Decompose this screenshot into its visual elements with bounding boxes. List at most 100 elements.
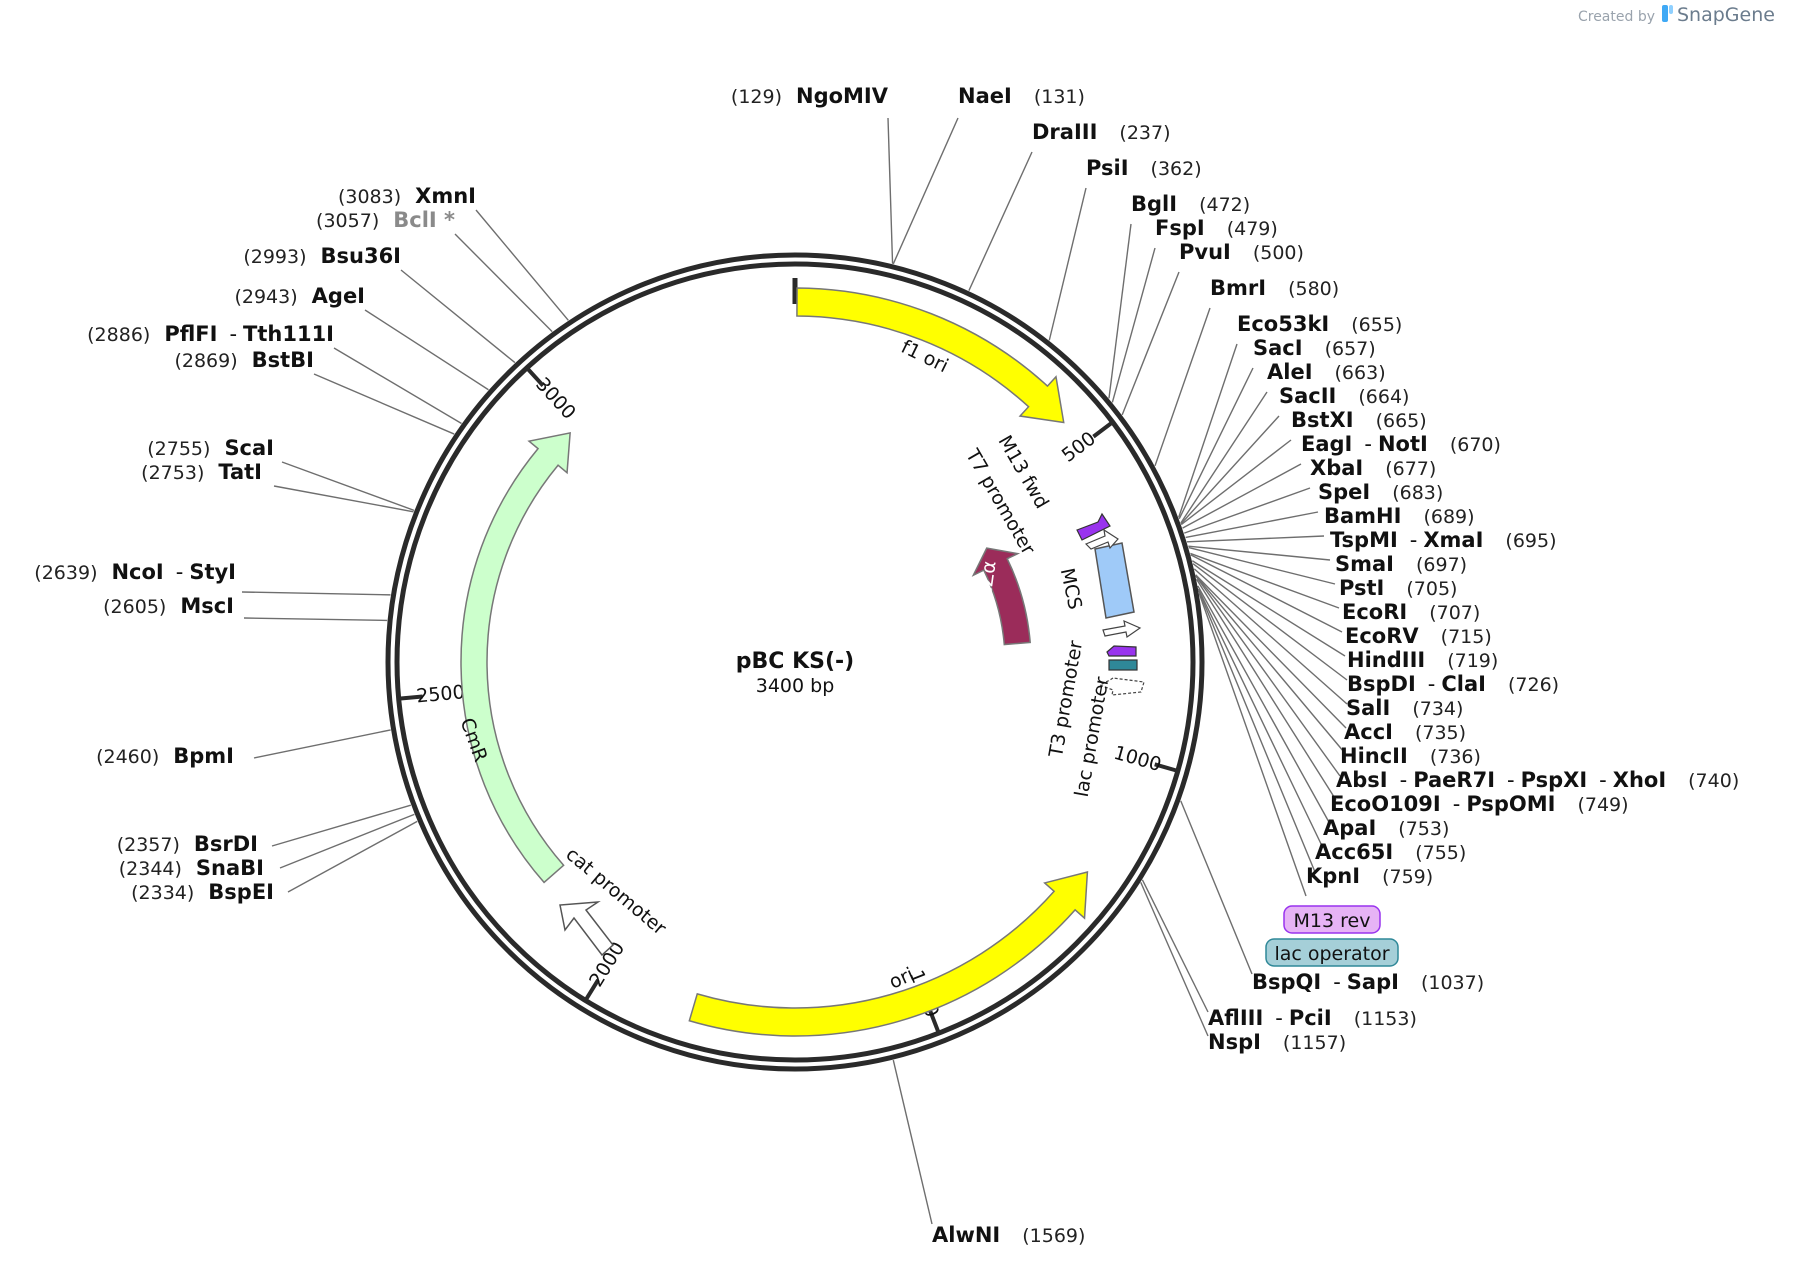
restriction-site[interactable]: (2344)SnaBI [119, 856, 264, 880]
restriction-site[interactable]: PsiI(362) [1086, 156, 1202, 180]
restriction-site[interactable]: BglI(472) [1131, 192, 1250, 216]
restriction-site[interactable]: KpnI(759) [1306, 864, 1433, 888]
restriction-site[interactable]: (2869)BstBI [174, 348, 314, 372]
restriction-site[interactable]: AccI(735) [1344, 720, 1466, 744]
restriction-site[interactable]: AflIII-PciI(1153) [1208, 1006, 1417, 1030]
restriction-site[interactable]: (2605)MscI [103, 594, 234, 618]
site-leader-line [241, 591, 391, 596]
restriction-site[interactable]: TspMI-XmaI(695) [1330, 528, 1557, 552]
lac-promoter-arrow-icon[interactable] [1098, 677, 1145, 696]
restriction-site[interactable]: (3083)XmnI [338, 184, 476, 208]
restriction-site[interactable]: Eco53kI(655) [1237, 312, 1402, 336]
feature-lacza[interactable] [971, 547, 1031, 646]
restriction-site[interactable]: PstI(705) [1339, 576, 1457, 600]
restriction-site[interactable]: BmrI(580) [1210, 276, 1339, 300]
restriction-site-label: SacI(657) [1253, 336, 1376, 360]
site-leader-line [1188, 546, 1336, 585]
restriction-site[interactable]: SmaI(697) [1335, 552, 1467, 576]
restriction-site-label: (2943)AgeI [234, 284, 365, 308]
scale-tick [1154, 762, 1177, 773]
feature-cmr[interactable] [460, 432, 571, 884]
site-leader-line [1141, 879, 1209, 1013]
feature-f1-ori[interactable] [796, 287, 1065, 424]
site-leader-line [1195, 574, 1347, 729]
restriction-site[interactable]: (2460)BpmI [96, 744, 234, 768]
restriction-site[interactable]: EagI-NotI(670) [1301, 432, 1501, 456]
site-leader-line [1121, 271, 1180, 416]
restriction-site-label: (2869)BstBI [174, 348, 314, 372]
restriction-site[interactable]: PvuI(500) [1179, 240, 1304, 264]
site-leader-line [968, 151, 1033, 291]
restriction-site[interactable]: (2334)BspEI [131, 880, 274, 904]
restriction-site-label: PvuI(500) [1179, 240, 1304, 264]
restriction-site[interactable]: Acc65I(755) [1315, 840, 1466, 864]
site-leader-line [279, 813, 415, 869]
restriction-site[interactable]: (2753)TatI [141, 460, 262, 484]
restriction-site[interactable]: EcoO109I-PspOMI(749) [1330, 792, 1629, 816]
restriction-site-label: (2755)ScaI [147, 436, 274, 460]
restriction-site[interactable]: (2993)Bsu36I [243, 244, 401, 268]
site-leader-line [892, 117, 959, 265]
restriction-site[interactable]: XbaI(677) [1310, 456, 1436, 480]
restriction-site[interactable]: (2357)BsrDI [117, 832, 258, 856]
restriction-site-label: EcoRV(715) [1345, 624, 1492, 648]
site-leader-line [287, 820, 418, 893]
credit-prefix: Created by [1578, 9, 1655, 25]
backbone-outer-ring [385, 252, 1205, 1072]
restriction-site-label: DraIII(237) [1032, 120, 1171, 144]
restriction-site[interactable]: AleI(663) [1267, 360, 1386, 384]
restriction-site[interactable]: SacI(657) [1253, 336, 1376, 360]
site-leader-line [1180, 800, 1253, 975]
restriction-site[interactable]: HindIII(719) [1347, 648, 1498, 672]
restriction-site-label: (2357)BsrDI [117, 832, 258, 856]
restriction-site[interactable]: (3057)BclI * [316, 208, 455, 232]
restriction-site[interactable]: SpeI(683) [1318, 480, 1443, 504]
restriction-site[interactable]: (2639)NcoI-StyI [34, 560, 236, 584]
restriction-site[interactable]: ApaI(753) [1323, 816, 1449, 840]
restriction-site-label: (2460)BpmI [96, 744, 234, 768]
restriction-site[interactable]: (2943)AgeI [234, 284, 365, 308]
restriction-site[interactable]: BspQI-SapI(1037) [1252, 970, 1484, 994]
restriction-site[interactable]: FspI(479) [1155, 216, 1278, 240]
restriction-site[interactable]: NspI(1157) [1208, 1030, 1346, 1054]
t7-promoter-arrow-icon[interactable] [1084, 528, 1119, 550]
restriction-site[interactable]: SalI(734) [1346, 696, 1463, 720]
restriction-site[interactable]: HincII(736) [1340, 744, 1481, 768]
restriction-site[interactable]: AlwNI(1569) [932, 1223, 1085, 1247]
credit-brand[interactable]: SnapGene [1677, 4, 1775, 26]
restriction-site[interactable]: (129)NgoMIV [731, 84, 889, 108]
t3-promoter-arrow-icon[interactable] [1102, 619, 1142, 639]
restriction-site[interactable]: BspDI-ClaI(726) [1347, 672, 1559, 696]
snapgene-logo-icon-accent [1669, 5, 1673, 14]
lac-operator-label-box[interactable] [1265, 938, 1399, 967]
restriction-site[interactable]: NaeI(131) [958, 84, 1085, 108]
lac-operator-box-icon[interactable] [1108, 659, 1138, 671]
site-leader-line [253, 729, 391, 759]
site-leader-line [892, 1059, 933, 1225]
restriction-site-label: KpnI(759) [1306, 864, 1433, 888]
plasmid-name: pBC KS(-) [736, 649, 854, 674]
restriction-site[interactable]: DraIII(237) [1032, 120, 1171, 144]
restriction-site[interactable]: (2886)PflFI-Tth111I [87, 322, 334, 346]
restriction-site[interactable]: BstXI(665) [1291, 408, 1427, 432]
m13-fwd-primer-icon[interactable] [1076, 512, 1111, 541]
restriction-site-label: BamHI(689) [1324, 504, 1475, 528]
feature-label-cat-promoter: cat promoter [561, 843, 670, 940]
restriction-site-label: NaeI(131) [958, 84, 1085, 108]
restriction-site[interactable]: (2755)ScaI [147, 436, 274, 460]
restriction-site-label: (2605)MscI [103, 594, 234, 618]
feature-ori[interactable] [688, 871, 1089, 1037]
scale-tick-label: 1000 [1111, 742, 1164, 776]
cat-promoter-arrow-icon[interactable] [559, 901, 615, 957]
m13-rev-label: M13 rev [1294, 910, 1371, 932]
leader-lines [241, 117, 1348, 1225]
restriction-site[interactable]: AbsI-PaeR7I-PspXI-XhoI(740) [1336, 768, 1739, 792]
m13-rev-label-box[interactable] [1283, 905, 1381, 934]
restriction-site[interactable]: BamHI(689) [1324, 504, 1475, 528]
m13-rev-primer-icon[interactable] [1106, 645, 1137, 657]
feature-label-mcs: MCS [1056, 566, 1086, 611]
restriction-site[interactable]: EcoRI(707) [1342, 600, 1480, 624]
feature-mcs[interactable] [1094, 542, 1135, 619]
restriction-site[interactable]: SacII(664) [1279, 384, 1409, 408]
restriction-site[interactable]: EcoRV(715) [1345, 624, 1492, 648]
